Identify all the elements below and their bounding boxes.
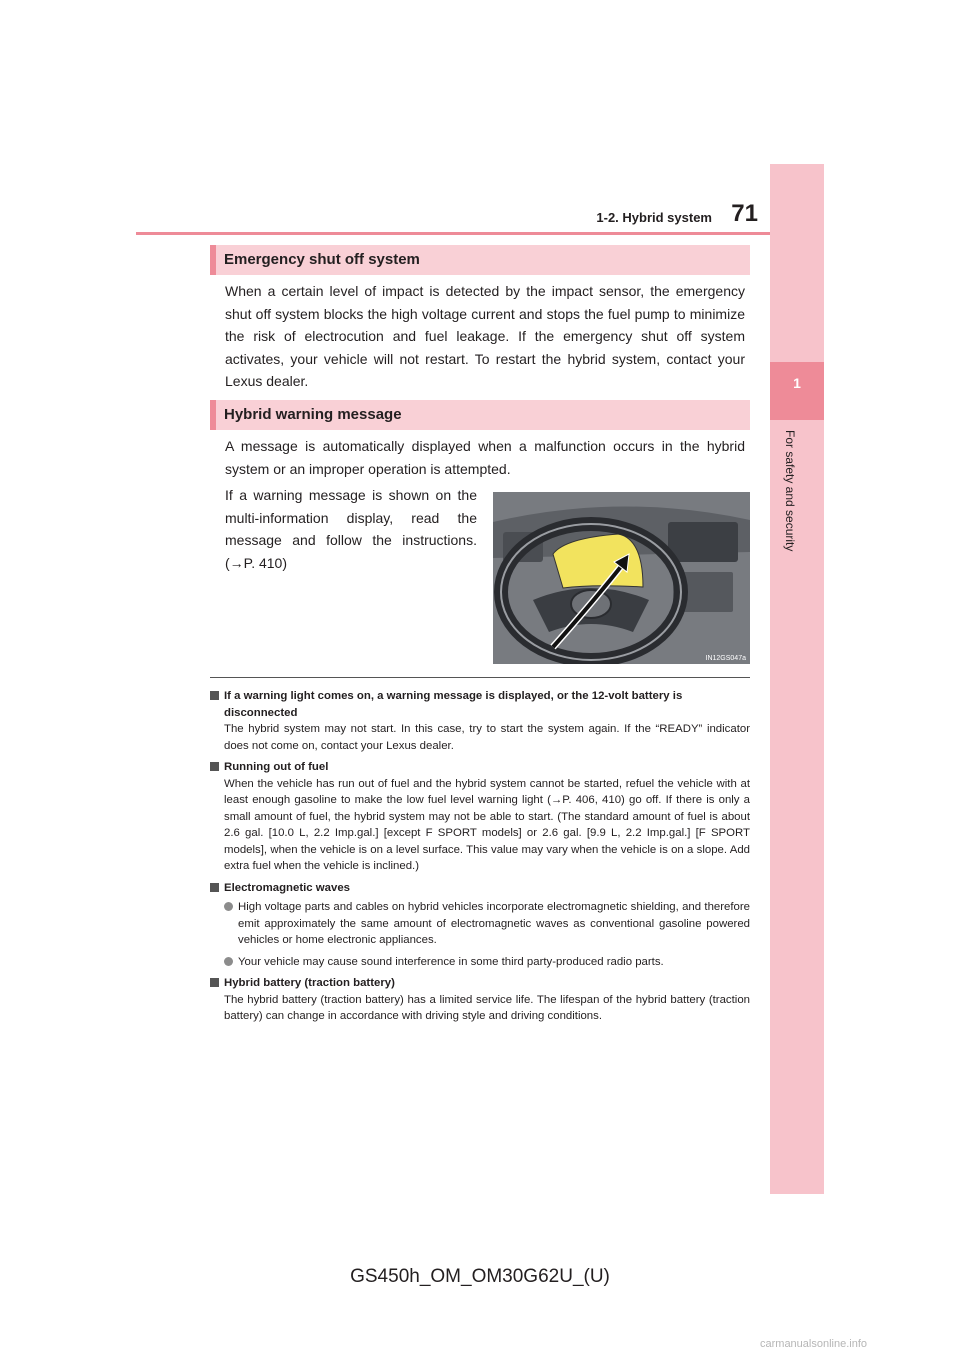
- running-header-section: 1-2. Hybrid system: [596, 210, 712, 225]
- dashboard-drawing: [493, 492, 750, 664]
- chapter-number: 1: [793, 375, 801, 391]
- note-bullet: Your vehicle may cause sound interferenc…: [210, 954, 750, 971]
- note-heading-text: Electromagnetic waves: [224, 881, 350, 894]
- note-heading-text: Hybrid battery (traction battery): [224, 977, 395, 989]
- note-bullet-text: Your vehicle may cause sound interferenc…: [238, 955, 664, 968]
- section-title: Emergency shut off system: [224, 251, 420, 268]
- section-heading-hybrid-warning: Hybrid warning message: [210, 400, 750, 430]
- chapter-tab-marker: [770, 362, 824, 420]
- note-warning-light: If a warning light comes on, a warning m…: [210, 688, 750, 754]
- square-bullet-icon: [210, 762, 219, 771]
- notes-section: If a warning light comes on, a warning m…: [210, 688, 750, 1030]
- section-heading-accent: [210, 245, 216, 275]
- square-bullet-icon: [210, 691, 219, 700]
- note-heading: If a warning light comes on, a warning m…: [210, 688, 750, 721]
- note-bullet: High voltage parts and cables on hybrid …: [210, 899, 750, 949]
- section-heading-accent: [210, 400, 216, 430]
- watermark: carmanualsonline.info: [760, 1338, 868, 1350]
- emergency-shut-off-paragraph: When a certain level of impact is detect…: [225, 283, 745, 389]
- note-body: The hybrid system may not start. In this…: [224, 723, 750, 752]
- square-bullet-icon: [210, 882, 219, 892]
- note-heading: Running out of fuel: [210, 759, 750, 776]
- note-body: The hybrid battery (traction battery) ha…: [224, 993, 750, 1023]
- page-number: 71: [731, 200, 758, 227]
- note-heading-text: Running out of fuel: [224, 761, 329, 773]
- dashboard-illustration: IN12GS047a: [493, 492, 750, 664]
- chapter-label: For safety and security: [783, 430, 797, 552]
- note-bullet-text: High voltage parts and cables on hybrid …: [238, 901, 750, 946]
- note-heading: Electromagnetic waves: [210, 880, 750, 897]
- note-running-out-of-fuel: Running out of fuel When the vehicle has…: [210, 759, 750, 875]
- note-electromagnetic-waves: Electromagnetic waves High voltage parts…: [210, 880, 750, 971]
- note-hybrid-battery: Hybrid battery (traction battery) The hy…: [210, 975, 750, 1025]
- hybrid-warning-paragraph: A message is automatically displayed whe…: [225, 438, 745, 477]
- section-title: Hybrid warning message: [224, 406, 402, 423]
- document-id-footer: GS450h_OM_OM30G62U_(U): [350, 1266, 610, 1287]
- chapter-tab-strip: [770, 164, 824, 1194]
- round-bullet-icon: [224, 902, 233, 911]
- notes-divider: [210, 677, 750, 678]
- warning-instructions-paragraph: If a warning message is shown on the mul…: [225, 487, 477, 571]
- round-bullet-icon: [224, 956, 233, 966]
- note-heading-text: If a warning light comes on, a warning m…: [224, 690, 683, 719]
- square-bullet-icon: [210, 978, 219, 987]
- header-rule: [136, 232, 822, 235]
- note-body: When the vehicle has run out of fuel and…: [224, 777, 750, 873]
- note-heading: Hybrid battery (traction battery): [210, 975, 750, 992]
- section-heading-emergency-shut-off: Emergency shut off system: [210, 245, 750, 275]
- figure-code: IN12GS047a: [705, 655, 746, 662]
